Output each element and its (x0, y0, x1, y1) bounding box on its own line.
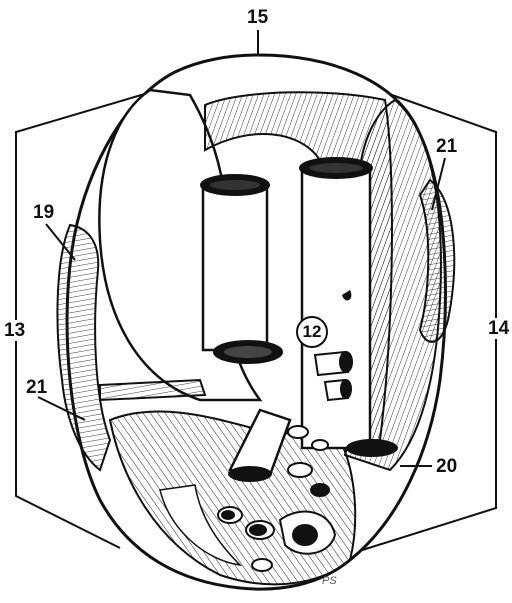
label-15: 15 (247, 8, 268, 27)
label-21-top: 21 (436, 137, 457, 156)
artist-signature: PS (322, 575, 337, 587)
label-13: 13 (4, 320, 25, 341)
label-21-left: 21 (26, 378, 47, 397)
label-14: 14 (488, 318, 509, 339)
label-12: 12 (296, 316, 328, 348)
label-19: 19 (33, 203, 54, 222)
label-20: 20 (436, 457, 457, 476)
